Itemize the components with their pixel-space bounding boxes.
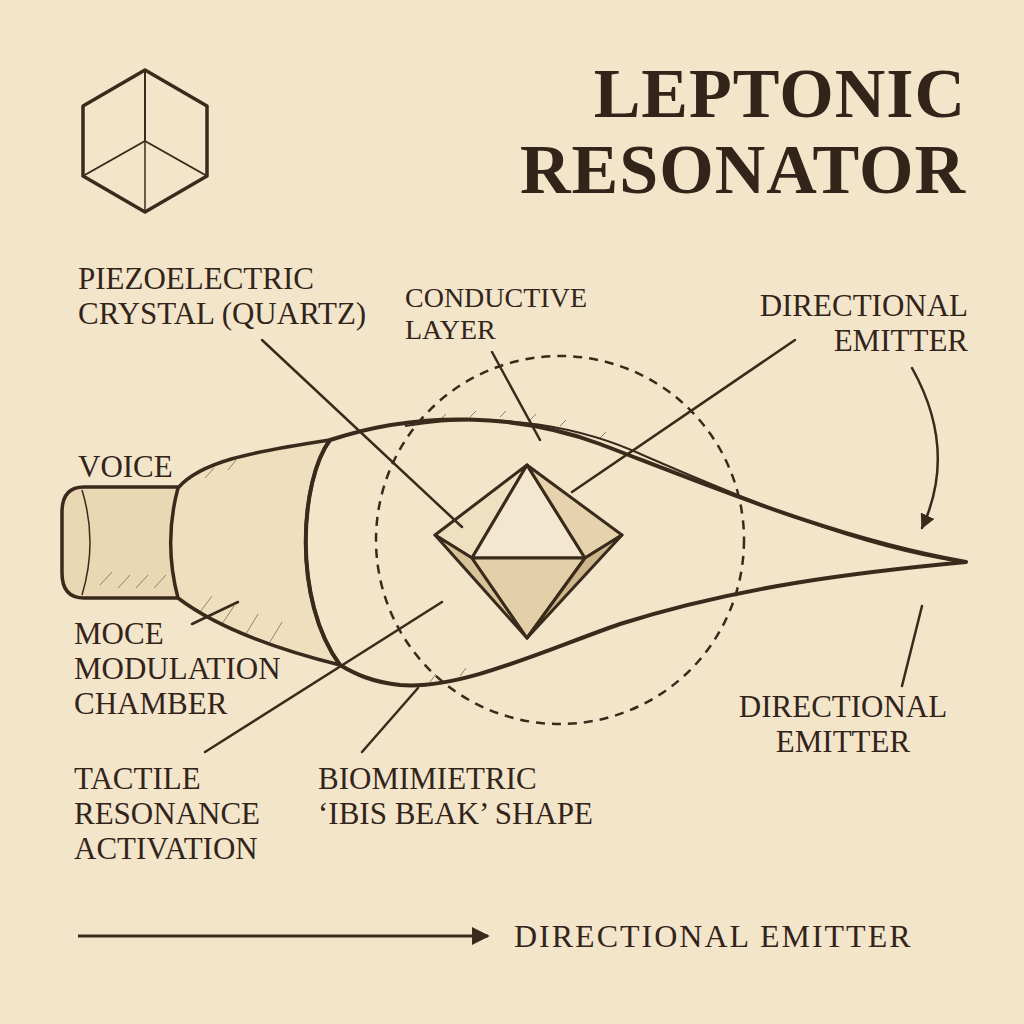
- hatch-line: [100, 572, 112, 585]
- label-slot: VOICE: [78, 449, 238, 484]
- leader-line: [492, 352, 540, 440]
- part-label: CONDUCTIVE LAYER: [405, 282, 615, 346]
- part-label: TACTILE RESONANCE ACTIVATION: [74, 761, 309, 866]
- cube-edge: [144, 70, 146, 141]
- hatch-line: [500, 411, 506, 417]
- hatch-line: [530, 414, 536, 420]
- hatch-line: [246, 614, 258, 634]
- part-label: DIRECTIONAL EMITTER: [718, 689, 968, 759]
- hatch-line: [228, 460, 236, 470]
- label-slot: DIRECTIONAL EMITTER: [728, 288, 968, 358]
- title-slot: LEPTONIC RESONATOR: [462, 56, 966, 208]
- diagram-title: LEPTONIC RESONATOR: [462, 56, 966, 208]
- label-slot: DIRECTIONAL EMITTER: [718, 689, 968, 759]
- part-label: VOICE: [78, 449, 238, 484]
- hatch-line: [136, 575, 148, 588]
- conductive-layer-line: [405, 420, 955, 561]
- hatch-line: [440, 414, 446, 420]
- direction-label: DIRECTIONAL EMITTER: [514, 918, 994, 954]
- hatch-line: [430, 674, 436, 682]
- hatch-line: [118, 575, 130, 588]
- leader-line: [192, 602, 238, 624]
- direction-arrow: [78, 935, 488, 938]
- cube-edge: [145, 141, 207, 176]
- hatch-line: [470, 411, 476, 417]
- beak-tip-line: [880, 563, 958, 571]
- crystal-face: [527, 535, 622, 638]
- hatch-line: [560, 420, 566, 426]
- label-slot: BIOMIMIETRIC ‘IBIS BEAK’ SHAPE: [318, 761, 610, 831]
- leader-line: [902, 606, 922, 686]
- leader-line: [262, 340, 462, 527]
- cube-edge: [83, 141, 145, 176]
- hatch-line: [205, 468, 214, 478]
- label-slot: CONDUCTIVE LAYER: [405, 282, 615, 346]
- hatch-line: [600, 432, 606, 438]
- cube-edge: [144, 141, 146, 212]
- part-label: DIRECTIONAL EMITTER: [728, 288, 968, 358]
- cube-icon: [83, 70, 207, 212]
- crystal-face: [472, 558, 585, 638]
- handle-rim: [82, 490, 90, 595]
- cube-outline: [83, 70, 207, 212]
- part-label: MOCE MODULATION CHAMBER: [74, 616, 309, 721]
- hatch-line: [270, 622, 282, 642]
- hatch-line: [154, 575, 166, 588]
- label-slot: TACTILE RESONANCE ACTIVATION: [74, 761, 309, 866]
- hatch-line: [200, 596, 212, 612]
- quartz-crystal: [435, 465, 622, 638]
- ibis-beak-body: [306, 419, 966, 685]
- hatch-line: [460, 668, 466, 676]
- handle-hatching: [100, 572, 166, 588]
- leader-line: [362, 688, 418, 752]
- part-label: BIOMIMIETRIC ‘IBIS BEAK’ SHAPE: [318, 761, 610, 831]
- leader-line: [572, 340, 795, 492]
- label-slot: DIRECTIONAL EMITTER: [514, 918, 994, 954]
- emitter-arrow: [912, 368, 938, 528]
- label-slot: MOCE MODULATION CHAMBER: [74, 616, 309, 721]
- label-slot: PIEZOELECTRIC CRYSTAL (QUARTZ): [78, 261, 398, 331]
- part-label: PIEZOELECTRIC CRYSTAL (QUARTZ): [78, 261, 398, 331]
